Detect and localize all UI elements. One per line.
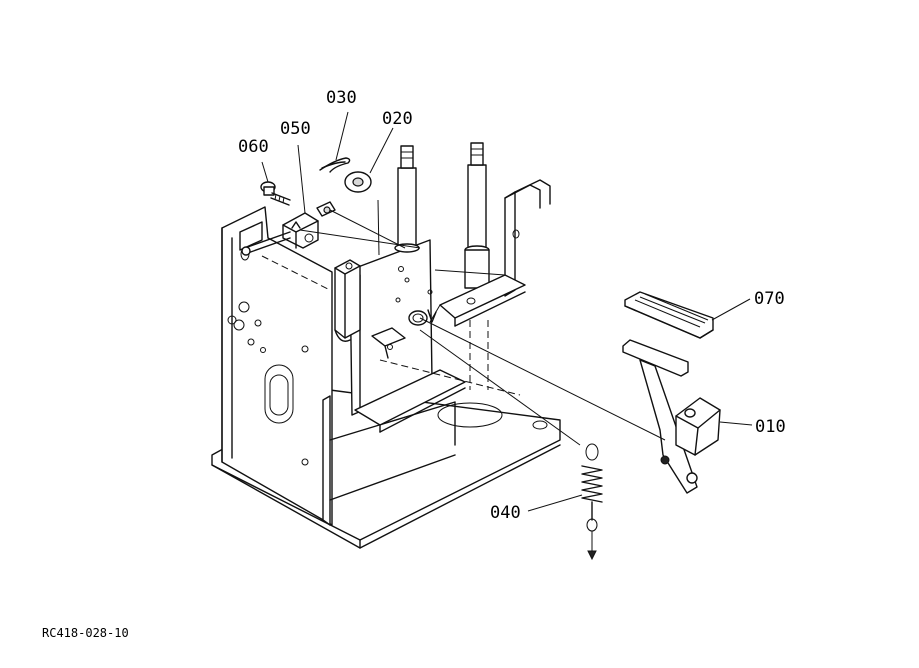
- shafts: [394, 142, 490, 390]
- bolt-060: [260, 181, 291, 206]
- right-bracket: [439, 179, 551, 327]
- reference-code: RC418-028-10: [42, 626, 129, 640]
- brake-pedal-010: [622, 339, 721, 494]
- label-070: 070: [754, 289, 785, 309]
- label-060: 060: [238, 137, 269, 157]
- leader-lines: [261, 111, 753, 512]
- spring-040: [581, 443, 603, 561]
- assembly-lines: [261, 199, 666, 446]
- label-020: 020: [382, 109, 413, 129]
- pedal-pad-070: [624, 291, 714, 339]
- label-040: 040: [490, 503, 521, 523]
- cotter-pin-030: [319, 157, 351, 173]
- label-050: 050: [280, 119, 311, 139]
- main-frame: [221, 206, 475, 526]
- washer-020: [344, 171, 372, 193]
- lever-arm-050: [241, 201, 336, 256]
- label-010: 010: [755, 417, 786, 437]
- label-030: 030: [326, 88, 357, 108]
